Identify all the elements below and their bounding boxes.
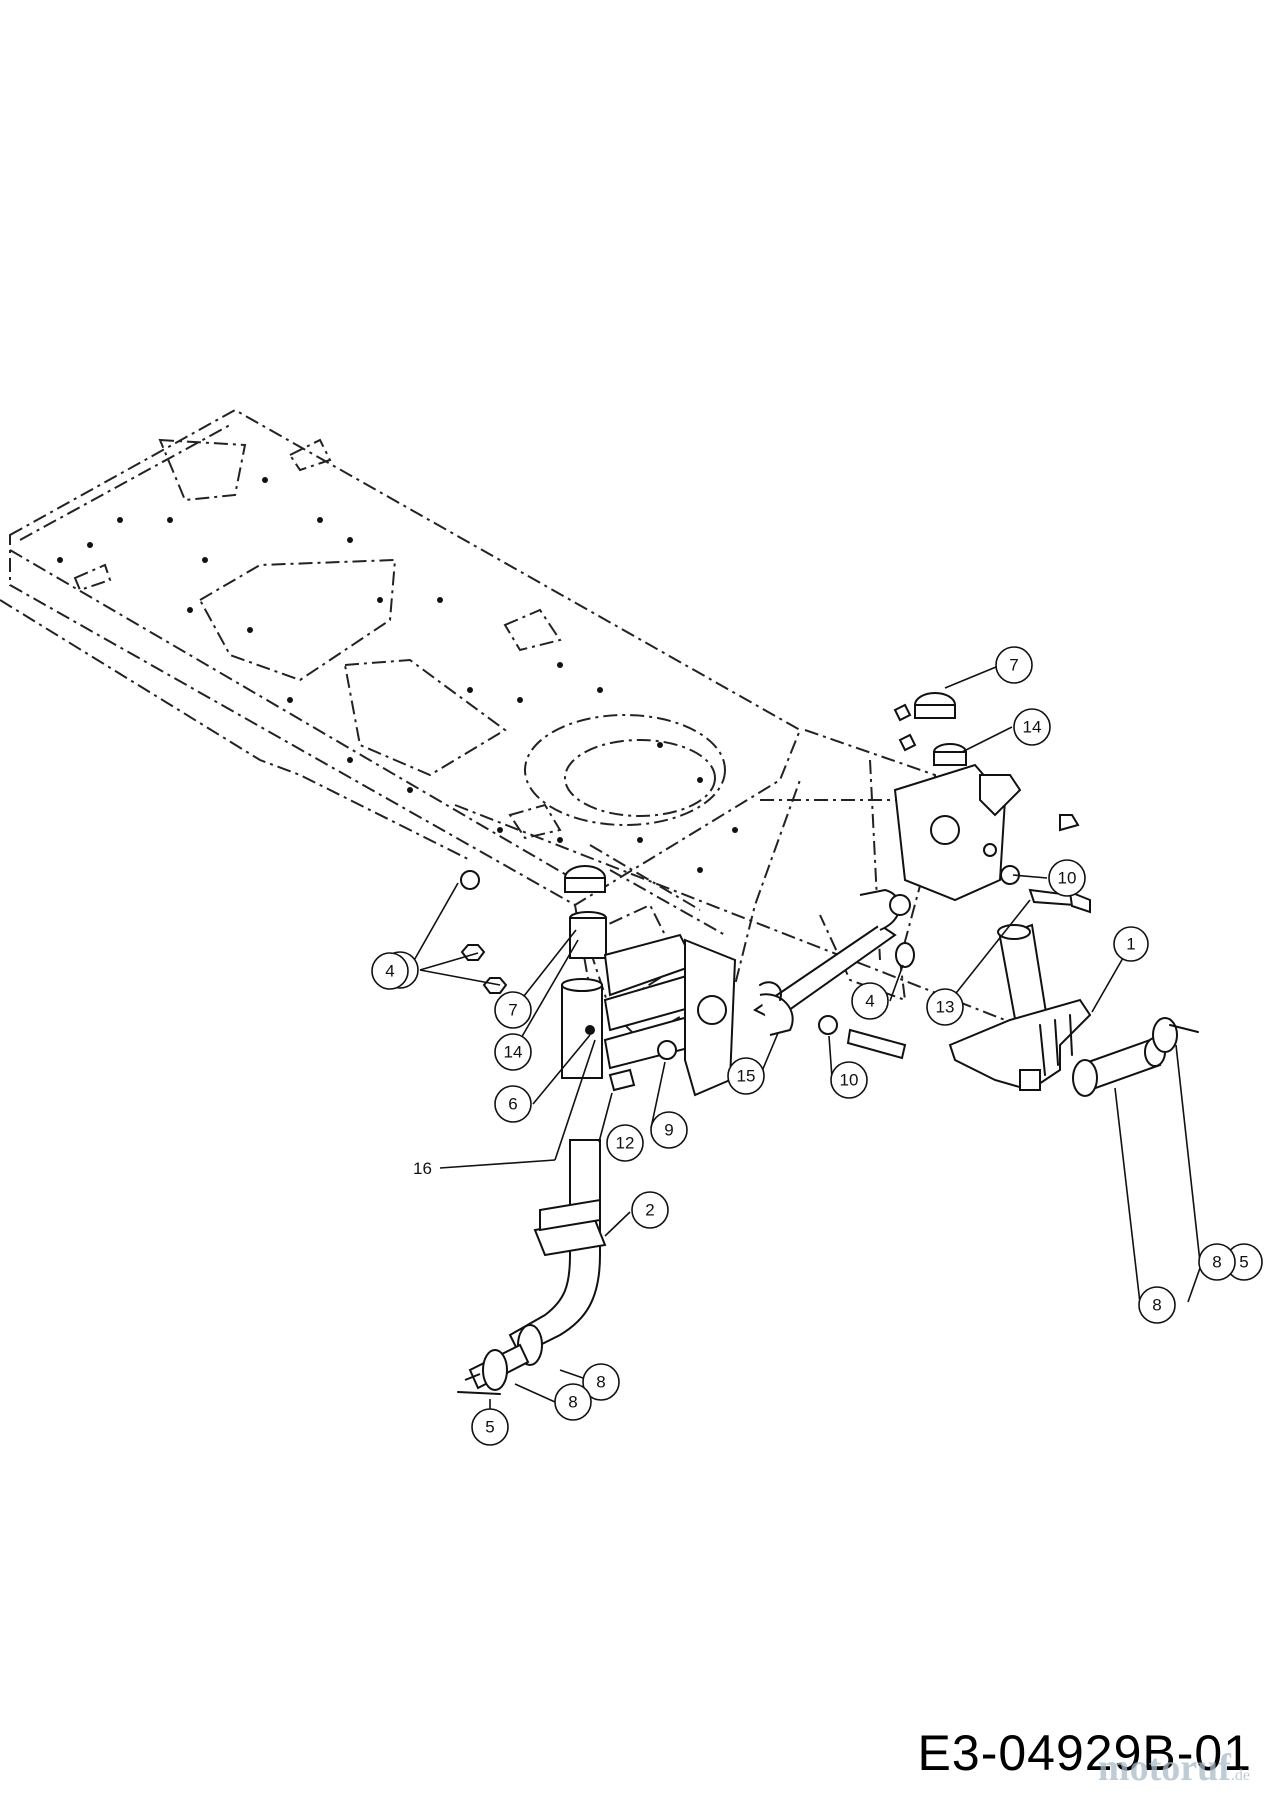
- callout-8: 8: [1138, 1286, 1176, 1324]
- callout-circle: [1113, 926, 1149, 962]
- callout-number: 8: [1152, 1296, 1161, 1315]
- callout-circle: [371, 952, 409, 990]
- callout-circle: [650, 1111, 688, 1149]
- right-axle-bracket: [893, 763, 1022, 902]
- hardware-items: [460, 692, 1091, 1092]
- callout-number: 10: [840, 1071, 859, 1090]
- callout-number: 8: [568, 1393, 577, 1412]
- callout-number: 13: [936, 998, 955, 1017]
- callout-circle: [1048, 859, 1086, 897]
- callout-circle: [582, 1363, 620, 1401]
- watermark-text: motoruf: [1097, 1747, 1231, 1789]
- label-16: 16: [413, 1159, 432, 1178]
- frame-holes: [57, 477, 738, 873]
- callout-10: 10: [830, 1061, 868, 1099]
- callout-number: 4: [385, 962, 394, 981]
- callout-number: 7: [1009, 656, 1018, 675]
- callout-circle: [471, 1408, 509, 1446]
- callout-number: 8: [596, 1373, 605, 1392]
- callout-circle: [1198, 1243, 1236, 1281]
- tie-rod: [753, 888, 911, 1036]
- callout-5: 5: [471, 1408, 509, 1446]
- callout-bubbles: 12344556778888910101213141415: [371, 646, 1263, 1446]
- callout-circle: [926, 988, 964, 1026]
- callout-circle: [995, 646, 1033, 684]
- callout-circle: [631, 1191, 669, 1229]
- callout-number: 8: [1212, 1253, 1221, 1272]
- callout-circle: [494, 991, 532, 1029]
- callout-circle: [1138, 1286, 1176, 1324]
- callout-8: 8: [1198, 1243, 1236, 1281]
- callout-7: 7: [995, 646, 1033, 684]
- callout-number: 9: [664, 1121, 673, 1140]
- right-spindle-assembly: [948, 923, 1199, 1097]
- callout-circle: [851, 982, 889, 1020]
- callout-number: 7: [508, 1001, 517, 1020]
- callout-7: 7: [494, 991, 532, 1029]
- callout-number: 10: [1058, 869, 1077, 888]
- callout-6: 6: [494, 1085, 532, 1123]
- callout-13: 13: [926, 988, 964, 1026]
- callout-number: 12: [616, 1134, 635, 1153]
- callout-1: 1: [1113, 926, 1149, 962]
- callout-15: 15: [727, 1057, 765, 1095]
- callout-number: 15: [737, 1067, 756, 1086]
- callout-number: 2: [645, 1201, 654, 1220]
- callout-circle: [606, 1124, 644, 1162]
- leader-lines: [407, 666, 1244, 1425]
- callout-10: 10: [1048, 859, 1086, 897]
- drawing-code: E3-04929B-01: [917, 1725, 1252, 1781]
- callout-circle: [830, 1061, 868, 1099]
- callout-circle: [1013, 708, 1051, 746]
- callout-circle: [494, 1085, 532, 1123]
- callout-circle: [727, 1057, 765, 1095]
- callout-8: 8: [554, 1383, 592, 1421]
- callout-circle: [494, 1033, 532, 1071]
- callout-circle: [554, 1383, 592, 1421]
- callout-number: 5: [1239, 1253, 1248, 1272]
- callout-12: 12: [606, 1124, 644, 1162]
- callout-number: 6: [508, 1095, 517, 1114]
- callout-number: 14: [1023, 718, 1042, 737]
- callout-9: 9: [650, 1111, 688, 1149]
- callout-4: 4: [371, 952, 409, 990]
- callout-number: 1: [1126, 935, 1135, 954]
- callout-number: 5: [485, 1418, 494, 1437]
- callout-2: 2: [631, 1191, 669, 1229]
- callout-4: 4: [851, 982, 889, 1020]
- callout-number: 4: [865, 992, 874, 1011]
- left-spindle-assembly: [457, 865, 607, 1395]
- callout-14: 14: [494, 1033, 532, 1071]
- left-axle-bracket: [603, 933, 737, 1097]
- watermark-logo: motoruf.de: [1098, 1746, 1250, 1790]
- callout-number: 14: [504, 1043, 523, 1062]
- callout-8: 8: [582, 1363, 620, 1401]
- callout-14: 14: [1013, 708, 1051, 746]
- watermark-suffix: .de: [1230, 1767, 1250, 1784]
